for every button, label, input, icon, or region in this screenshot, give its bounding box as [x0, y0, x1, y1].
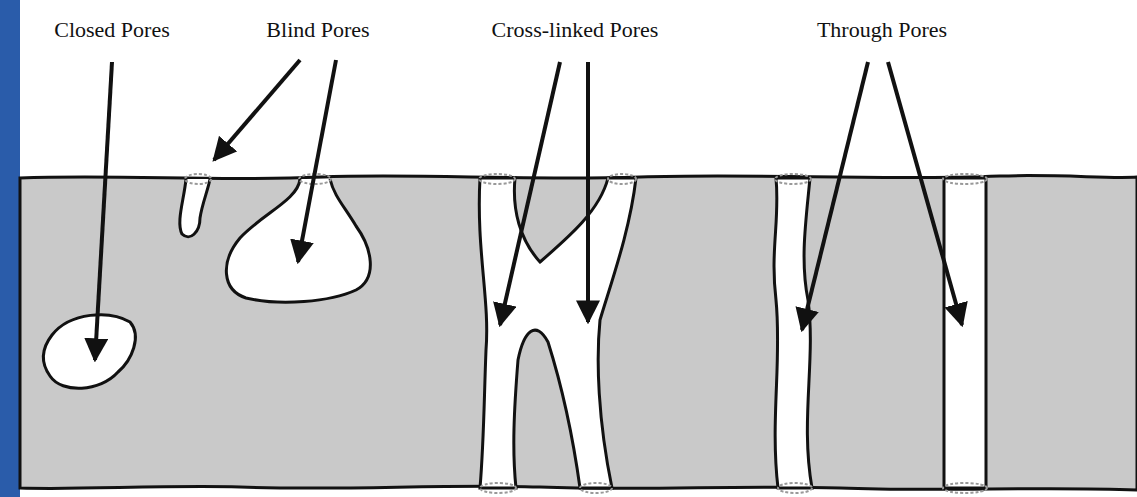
closed-pore — [43, 315, 135, 389]
leader-arrows — [95, 60, 962, 360]
pore-type-label: Closed Pores — [54, 18, 170, 42]
pores — [43, 178, 986, 488]
material-slab — [20, 176, 1137, 490]
pore-type-label: Blind Pores — [266, 18, 369, 42]
pore-type-label: Cross-linked Pores — [492, 18, 659, 42]
pore-type-label: Through Pores — [817, 18, 947, 42]
blind-pore — [226, 179, 370, 302]
through-pore — [774, 178, 812, 488]
slide-edge — [0, 0, 20, 497]
through-pore — [944, 178, 986, 488]
blind-pore — [180, 179, 210, 237]
cross-linked-pore — [479, 178, 636, 488]
